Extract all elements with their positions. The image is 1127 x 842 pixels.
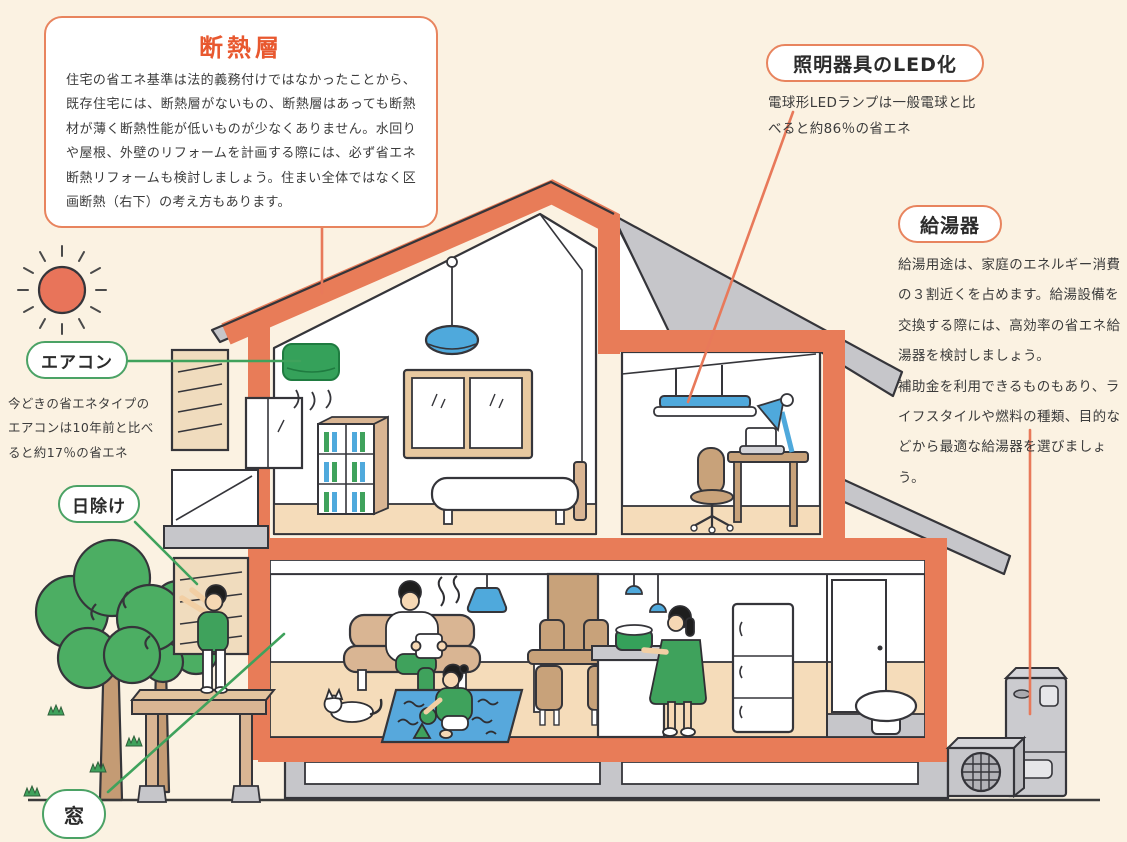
connector-lines bbox=[106, 110, 1032, 794]
pendant-light-icon bbox=[424, 256, 480, 356]
led-callout-pill: 照明器具のLED化 bbox=[766, 44, 984, 82]
grass-icon bbox=[23, 704, 263, 797]
led-callout-body: 電球形LEDランプは一般電球と比べると約86％の省エネ bbox=[768, 95, 976, 138]
kitchen-counter-icon bbox=[591, 624, 669, 739]
aircon-callout-body: 今どきの省エネタイプのエアコンは10年前と比べると約17％の省エネ bbox=[8, 396, 154, 460]
cat-icon bbox=[323, 687, 383, 723]
deck-icon bbox=[129, 689, 277, 803]
water-heater-body-2: 補助金を利用できるものもあり、ライフスタイルや燃料の種類、目的などから最適な給湯… bbox=[898, 378, 1121, 486]
aircon-callout-pill: エアコン bbox=[26, 341, 128, 379]
toy-block bbox=[412, 722, 432, 739]
led-connector-line bbox=[686, 110, 795, 404]
laptop-icon bbox=[739, 427, 785, 455]
airflow-lines bbox=[293, 389, 332, 411]
office-chair-icon bbox=[690, 447, 734, 534]
sunshade-icon bbox=[170, 348, 250, 656]
sun-icon bbox=[17, 245, 107, 335]
water-heater-callout-body: 給湯用途は、家庭のエネルギー消費の３割近くを占めます。給湯設備を交換する際には、… bbox=[898, 250, 1127, 493]
bathroom bbox=[831, 579, 918, 735]
child-figure bbox=[412, 663, 473, 739]
person-figure-shade bbox=[179, 584, 229, 694]
heat-pump-unit-icon bbox=[945, 735, 1027, 799]
insulation-callout: 断熱層 住宅の省エネ基準は法的義務付けではなかったことから、既存住宅には、断熱層… bbox=[44, 16, 438, 228]
insulation-body: 住宅の省エネ基準は法的義務付けではなかったことから、既存住宅には、断熱層がないも… bbox=[66, 73, 416, 211]
steam-lines bbox=[437, 575, 460, 607]
kitchen-pendants-icon bbox=[625, 574, 667, 613]
cone-pendant-icon bbox=[466, 574, 508, 613]
roof-contour-line bbox=[221, 180, 615, 328]
shade-connector-line bbox=[133, 520, 199, 586]
books bbox=[324, 432, 365, 512]
fridge-icon bbox=[731, 602, 795, 734]
bedroom-window-icon bbox=[402, 368, 534, 460]
toilet-icon bbox=[854, 689, 918, 735]
bookshelf-icon bbox=[317, 415, 389, 516]
bathroom-door-icon bbox=[831, 579, 887, 713]
balcony bbox=[163, 469, 269, 549]
desk-lamp-icon bbox=[756, 393, 795, 453]
aircon-unit-icon bbox=[282, 343, 340, 411]
window-callout-pill: 窓 bbox=[42, 789, 106, 839]
pot-icon bbox=[615, 624, 653, 651]
water-heater-callout-pill: 給湯器 bbox=[898, 205, 1002, 243]
bedroom-side-window-icon bbox=[244, 396, 304, 470]
bed-icon bbox=[430, 461, 587, 525]
floor-joist-strip bbox=[269, 559, 926, 575]
led-ceiling-light-icon bbox=[653, 365, 757, 417]
foundation bbox=[283, 754, 950, 800]
woman-figure bbox=[641, 605, 707, 737]
shade-callout-pill: 日除け bbox=[58, 485, 140, 523]
window-connector-line bbox=[106, 632, 286, 794]
insulation-title: 断熱層 bbox=[199, 34, 283, 62]
water-heater-body-1: 給湯用途は、家庭のエネルギー消費の３割近くを占めます。給湯設備を交換する際には、… bbox=[898, 257, 1121, 365]
